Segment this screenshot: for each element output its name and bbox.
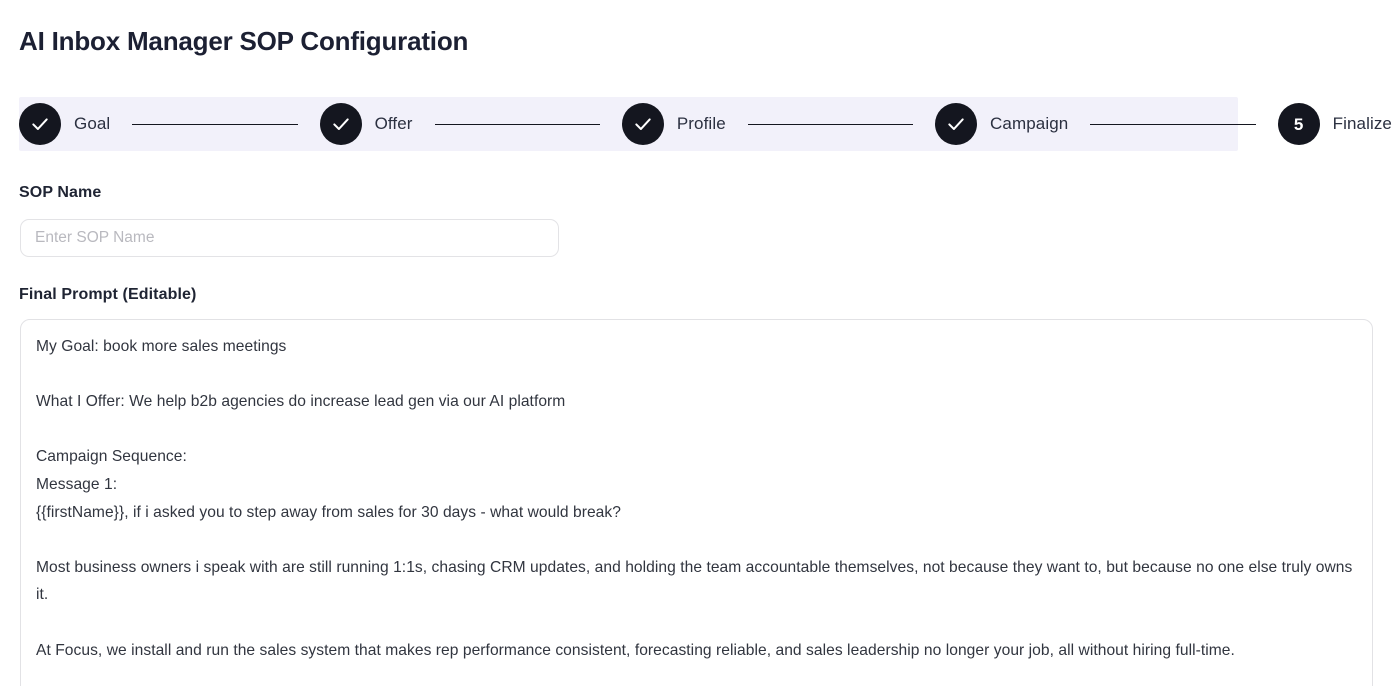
step-offer[interactable]: Offer: [319, 103, 413, 145]
step-profile-circle: [621, 103, 664, 145]
stepper-connector-3: [747, 123, 914, 125]
check-icon: [946, 114, 966, 134]
sop-name-label: SOP Name: [19, 184, 102, 201]
step-goal[interactable]: Goal: [19, 103, 110, 145]
step-campaign[interactable]: Campaign: [935, 103, 1068, 145]
final-prompt-label: Final Prompt (Editable): [19, 286, 197, 303]
check-icon: [331, 114, 351, 134]
step-finalize-circle: 5: [1277, 103, 1320, 145]
step-finalize-label: Finalize: [1332, 114, 1392, 133]
stepper-connector-2: [434, 123, 600, 125]
step-finalize[interactable]: 5 Finalize: [1277, 103, 1392, 145]
step-offer-circle: [319, 103, 362, 145]
final-prompt-box[interactable]: [20, 319, 1373, 686]
stepper-connector-1: [132, 123, 298, 125]
step-campaign-circle: [935, 103, 978, 145]
step-goal-circle: [19, 103, 61, 145]
step-offer-label: Offer: [374, 114, 413, 133]
step-goal-label: Goal: [74, 114, 111, 133]
sop-name-input[interactable]: [20, 219, 559, 257]
stepper-connector-4: [1090, 123, 1256, 125]
stepper: Goal Offer Profile: [19, 97, 1392, 151]
step-profile[interactable]: Profile: [621, 103, 726, 145]
page-title: AI Inbox Manager SOP Configuration: [19, 26, 469, 56]
check-icon: [30, 114, 50, 134]
check-icon: [633, 114, 653, 134]
step-finalize-number: 5: [1293, 114, 1304, 134]
step-campaign-label: Campaign: [990, 114, 1069, 133]
final-prompt-textarea[interactable]: [34, 331, 1363, 686]
step-profile-label: Profile: [676, 114, 726, 133]
